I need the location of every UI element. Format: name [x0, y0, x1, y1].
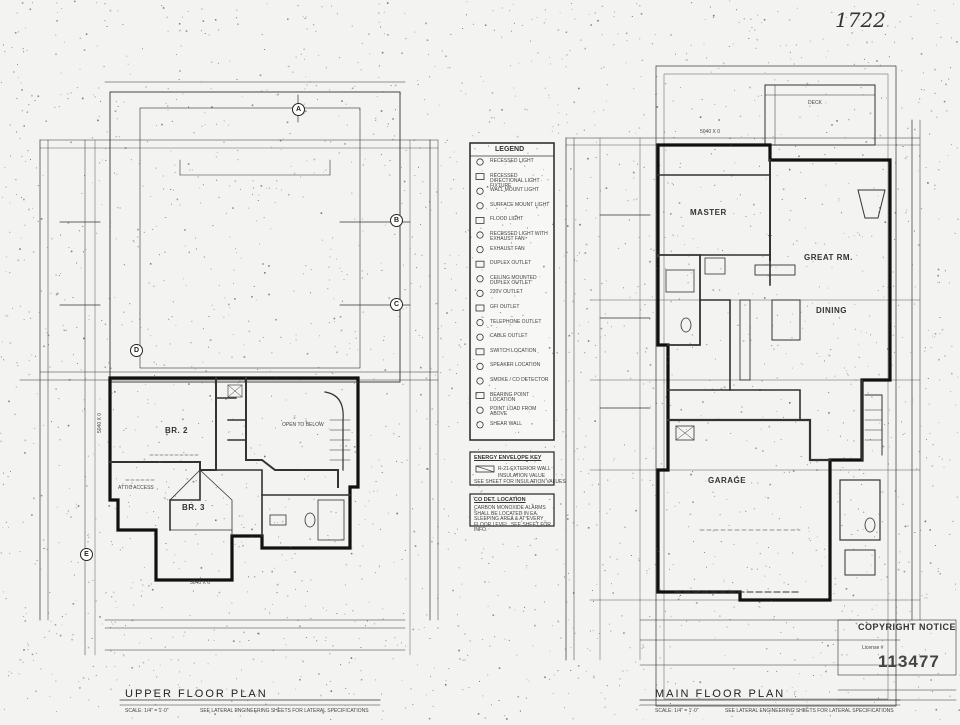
room-label-open-to-below: OPEN TO BELOW — [282, 422, 324, 428]
legend-item: BEARING POINT LOCATION — [490, 393, 552, 403]
copyright-license-label: License # — [862, 645, 883, 651]
legend-item: CEILING MOUNTED DUPLEX OUTLET — [490, 276, 552, 286]
main-plan-scale: SCALE: 1/4" = 1'-0" — [655, 708, 699, 714]
legend-item: SMOKE / CO DETECTOR — [490, 378, 552, 383]
co-box-text: CARBON MONOXIDE ALARMS SHALL BE LOCATED … — [474, 506, 552, 534]
room-label-br3: BR. 3 — [182, 503, 205, 512]
legend-item: RECESSED LIGHT — [490, 159, 552, 164]
room-label-deck: DECK — [808, 100, 822, 106]
legend-item: WALL MOUNT LIGHT — [490, 188, 552, 193]
main-floor-plan — [566, 66, 920, 706]
room-label-garage: GARAGE — [708, 476, 746, 485]
legend-item: EXHAUST FAN — [490, 247, 552, 252]
energy-key-item-3: SEE SHEET FOR INSULATION VALUES — [474, 479, 566, 485]
main-plan-title: MAIN FLOOR PLAN — [655, 688, 785, 700]
main-window-dim-top: 5040 X 0 — [700, 129, 720, 135]
copyright-title: COPYRIGHT NOTICE — [858, 622, 956, 632]
room-label-master: MASTER — [690, 208, 727, 217]
deck-outline — [765, 85, 875, 145]
legend-item: SURFACE MOUNT LIGHT — [490, 203, 552, 208]
legend-item: FLOOD LIGHT — [490, 217, 552, 222]
main-plan-footer-note: SEE LATERAL ENGINEERING SHEETS FOR LATER… — [725, 708, 894, 714]
upper-section-tag-e: E — [80, 548, 93, 561]
energy-key-item-1: R-21 EXTERIOR WALL — [498, 466, 551, 472]
legend-item: SWITCH LOCATION — [490, 349, 552, 354]
legend-title: LEGEND — [495, 146, 524, 153]
legend-item: 220V OUTLET — [490, 290, 552, 295]
upper-section-tag-c: C — [390, 298, 403, 311]
upper-floor-plan — [20, 82, 438, 655]
upper-exterior-walls — [110, 378, 358, 580]
upper-section-tag-d: D — [130, 344, 143, 357]
upper-window-dim-top: 5040 X 0 — [97, 413, 103, 433]
legend-item: DUPLEX OUTLET — [490, 261, 552, 266]
co-box-title: CO DET. LOCATION — [474, 497, 526, 503]
room-label-attic-access: ATTIC ACCESS — [118, 485, 154, 491]
legend-item: RECESSED LIGHT WITH EXHAUST FAN — [490, 232, 552, 242]
legend-item: SPEAKER LOCATION — [490, 363, 552, 368]
legend-item: CABLE OUTLET — [490, 334, 552, 339]
energy-key-title: ENERGY ENVELOPE KEY — [474, 455, 541, 461]
legend-item: POINT LOAD FROM ABOVE — [490, 407, 552, 417]
upper-window-dim-bottom: 5040 X 0 — [190, 580, 210, 586]
legend-item: SHEAR WALL — [490, 422, 552, 427]
room-label-dining: DINING — [816, 306, 847, 315]
copyright-number: 113477 — [878, 652, 940, 672]
upper-plan-title: UPPER FLOOR PLAN — [125, 688, 268, 700]
legend-item: GFI OUTLET — [490, 305, 552, 310]
room-label-br2: BR. 2 — [165, 426, 188, 435]
upper-roof-inner — [140, 108, 360, 368]
upper-section-tag-a: A — [292, 103, 305, 116]
upper-plan-footer-note: SEE LATERAL ENGINEERING SHEETS FOR LATER… — [200, 708, 369, 714]
upper-section-tag-b: B — [390, 214, 403, 227]
room-label-great-rm: GREAT RM. — [804, 253, 853, 262]
sheet-number: 1722 — [835, 8, 886, 32]
upper-plan-scale: SCALE: 1/4" = 1'-0" — [125, 708, 169, 714]
legend-item: TELEPHONE OUTLET — [490, 320, 552, 325]
